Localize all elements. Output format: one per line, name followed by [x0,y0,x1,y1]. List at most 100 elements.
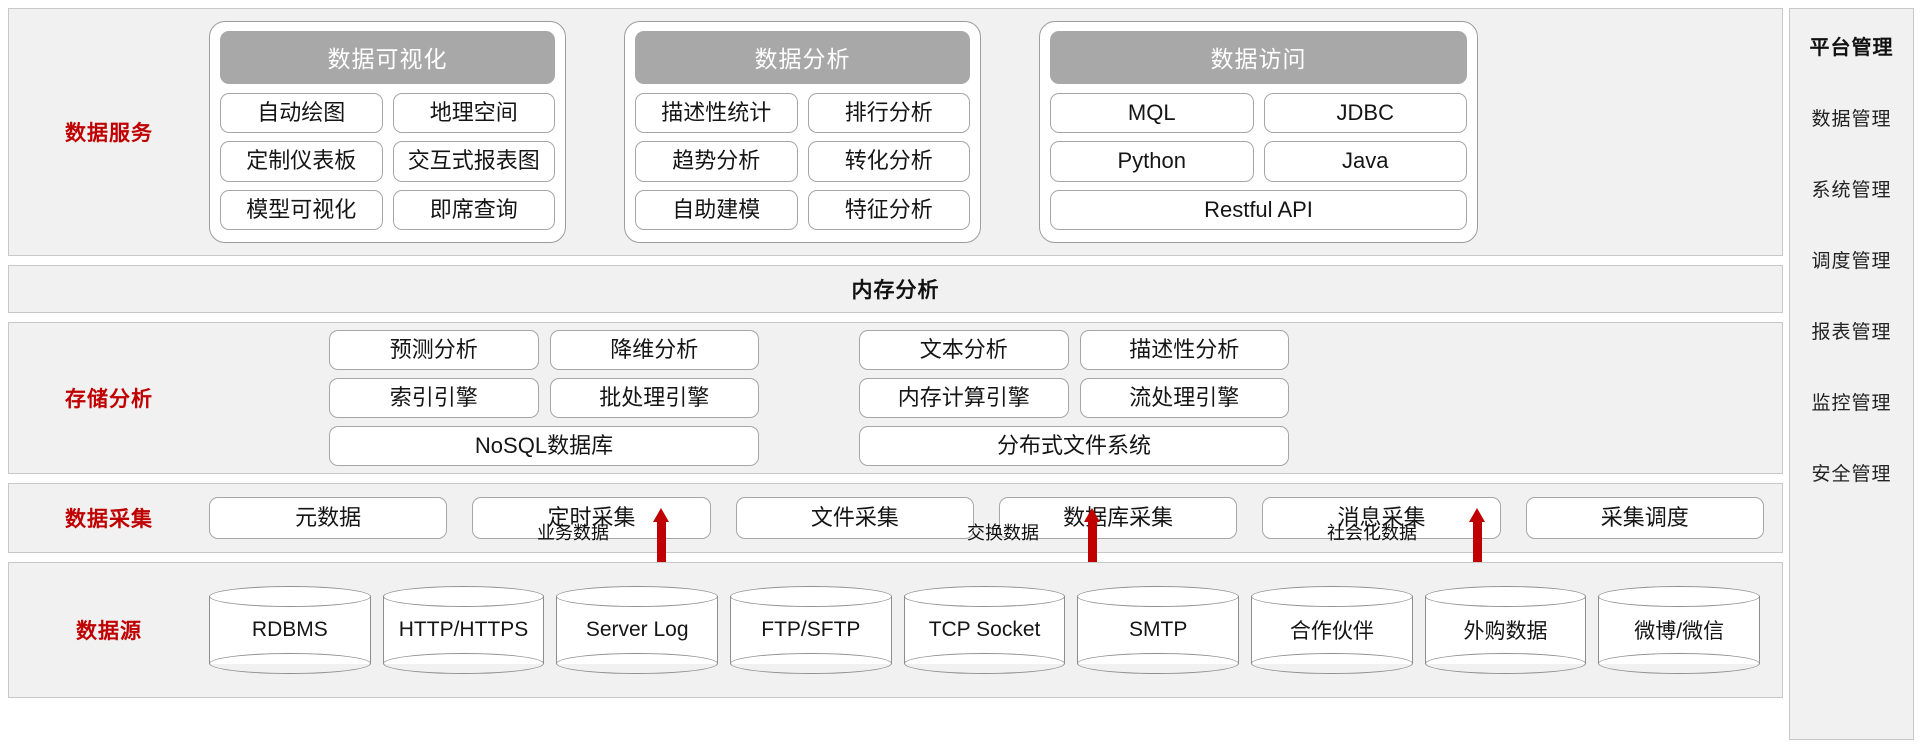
sidebar-title: 平台管理 [1809,37,1894,59]
service-item[interactable]: Python [1050,141,1254,182]
group-row: Restful API [1050,189,1467,230]
database-cylinder-icon[interactable]: 外购数据 [1424,586,1587,674]
service-item[interactable]: 定制仪表板 [220,141,383,182]
collection-item[interactable]: 消息采集 [1262,496,1501,540]
storage-row: 索引引擎 批处理引擎 [329,377,759,419]
group-row: Python Java [1050,141,1467,182]
layer-data-service: 数据服务 数据可视化 自动绘图 地理空间 定制仪表板 交互式报表图 [8,8,1783,256]
group-items-data-access: MQL JDBC Python Java Restful API [1050,93,1467,230]
storage-row: 分布式文件系统 [859,426,1289,467]
service-item[interactable]: 模型可视化 [220,189,383,230]
layer-label-storage-analysis: 存储分析 [65,388,153,411]
group-row: 模型可视化 即席查询 [220,189,555,230]
sidebar-item-data-management[interactable]: 数据管理 [1811,109,1892,130]
storage-column-right: 文本分析 描述性分析 内存计算引擎 流处理引擎 分布式文件系统 [859,329,1289,467]
source-item-label: HTTP/HTTPS [398,618,529,641]
layer-label-data-service: 数据服务 [65,122,153,145]
sidebar-item-scheduling-management[interactable]: 调度管理 [1811,251,1892,272]
collection-item[interactable]: 数据库采集 [998,496,1238,540]
group-row: 定制仪表板 交互式报表图 [220,141,555,182]
layer-label-data-collection: 数据采集 [65,508,153,531]
group-items-data-visualization: 自动绘图 地理空间 定制仪表板 交互式报表图 模型可视化 即席查询 [220,93,555,230]
source-item-label: 外购数据 [1463,620,1548,643]
source-item-label: 微博/微信 [1634,620,1725,643]
database-cylinder-icon[interactable]: SMTP [1077,586,1240,674]
storage-column-left: 预测分析 降维分析 索引引擎 批处理引擎 NoSQL数据库 [329,329,759,467]
group-title-data-analysis: 数据分析 [635,31,970,85]
service-item[interactable]: 交互式报表图 [392,141,555,182]
database-cylinder-icon[interactable]: 微博/微信 [1598,586,1761,674]
service-item[interactable]: 特征分析 [807,189,970,230]
source-item-label: 合作伙伴 [1289,620,1374,643]
database-cylinder-icon[interactable]: Server Log [556,586,719,674]
group-items-data-analysis: 描述性统计 排行分析 趋势分析 转化分析 自助建模 特征分析 [635,93,970,230]
group-row: 描述性统计 排行分析 [635,93,970,134]
storage-item[interactable]: 分布式文件系统 [859,426,1289,467]
memory-analysis-title: 内存分析 [851,279,940,302]
service-item[interactable]: 自动绘图 [220,93,383,134]
storage-item[interactable]: 索引引擎 [329,377,539,419]
service-item[interactable]: 自助建模 [635,189,798,230]
storage-item[interactable]: 预测分析 [329,329,539,370]
service-item[interactable]: Java [1263,141,1467,182]
storage-item[interactable]: 降维分析 [549,329,759,370]
database-cylinder-icon[interactable]: TCP Socket [903,586,1066,674]
sidebar-item-report-management[interactable]: 报表管理 [1811,322,1892,343]
group-data-access: 数据访问 MQL JDBC Python Java Restfu [1039,21,1478,243]
storage-item[interactable]: NoSQL数据库 [329,426,759,467]
layer-storage-analysis: 存储分析 预测分析 降维分析 索引引擎 批处理引擎 NoSQL数据库 [8,322,1783,474]
database-cylinder-icon[interactable]: FTP/SFTP [730,586,892,674]
data-source-items: RDBMS HTTP/HTTPS Server Log FTP/SFTP [209,586,1782,674]
service-item[interactable]: 即席查询 [392,189,555,230]
storage-item[interactable]: 文本分析 [859,329,1069,370]
service-item[interactable]: MQL [1050,93,1254,134]
service-item[interactable]: Restful API [1050,189,1467,230]
database-cylinder-icon[interactable]: RDBMS [209,586,371,674]
service-item[interactable]: 描述性统计 [635,93,798,134]
collection-item[interactable]: 文件采集 [735,496,974,540]
collection-item[interactable]: 元数据 [209,496,448,540]
storage-item[interactable]: 描述性分析 [1079,329,1289,370]
storage-row: 内存计算引擎 流处理引擎 [859,377,1289,419]
layers-column: 数据服务 数据可视化 自动绘图 地理空间 定制仪表板 交互式报表图 [8,8,1783,740]
service-item[interactable]: 转化分析 [807,141,970,182]
database-cylinder-icon[interactable]: HTTP/HTTPS [382,586,545,674]
sidebar-item-security-management[interactable]: 安全管理 [1811,464,1892,485]
storage-item[interactable]: 批处理引擎 [549,377,759,419]
group-row: MQL JDBC [1050,93,1467,134]
data-service-groups: 数据可视化 自动绘图 地理空间 定制仪表板 交互式报表图 模型可 [209,21,1772,243]
layer-label-data-source: 数据源 [76,620,142,643]
layer-memory-analysis: 内存分析 [8,265,1783,313]
collection-item[interactable]: 采集调度 [1525,496,1764,540]
database-cylinder-icon[interactable]: 合作伙伴 [1251,586,1413,674]
platform-management-sidebar: 平台管理 数据管理 系统管理 调度管理 报表管理 监控管理 安全管理 [1789,8,1914,740]
sidebar-item-system-management[interactable]: 系统管理 [1811,180,1892,201]
storage-row: 文本分析 描述性分析 [859,329,1289,370]
service-item[interactable]: JDBC [1263,93,1467,134]
collection-item[interactable]: 定时采集 [472,496,711,540]
source-item-label: RDBMS [251,618,328,641]
service-item[interactable]: 趋势分析 [635,141,798,182]
data-collection-items: 元数据 定时采集 文件采集 数据库采集 消息采集 采集调度 [209,496,1782,540]
group-title-data-access: 数据访问 [1050,31,1467,85]
group-row: 自助建模 特征分析 [635,189,970,230]
source-item-label: TCP Socket [928,618,1041,641]
storage-item[interactable]: 流处理引擎 [1079,377,1289,419]
group-data-visualization: 数据可视化 自动绘图 地理空间 定制仪表板 交互式报表图 模型可 [209,21,566,243]
group-data-analysis: 数据分析 描述性统计 排行分析 趋势分析 转化分析 自助建模 [624,21,981,243]
source-item-label: FTP/SFTP [761,618,861,641]
layer-data-source: 业务数据 交换数据 社会化数据 数据源 RDBMS [8,508,1783,698]
group-row: 自动绘图 地理空间 [220,93,555,134]
storage-row: NoSQL数据库 [329,426,759,467]
storage-row: 预测分析 降维分析 [329,329,759,370]
sidebar-item-monitoring-management[interactable]: 监控管理 [1811,393,1892,414]
service-item[interactable]: 排行分析 [807,93,970,134]
layer-data-collection: 数据采集 元数据 定时采集 文件采集 数据库采集 消息采集 采集调度 [8,483,1783,553]
service-item[interactable]: 地理空间 [392,93,555,134]
group-row: 趋势分析 转化分析 [635,141,970,182]
storage-columns: 预测分析 降维分析 索引引擎 批处理引擎 NoSQL数据库 [209,329,1782,467]
storage-item[interactable]: 内存计算引擎 [859,377,1069,419]
group-title-data-visualization: 数据可视化 [220,31,555,85]
